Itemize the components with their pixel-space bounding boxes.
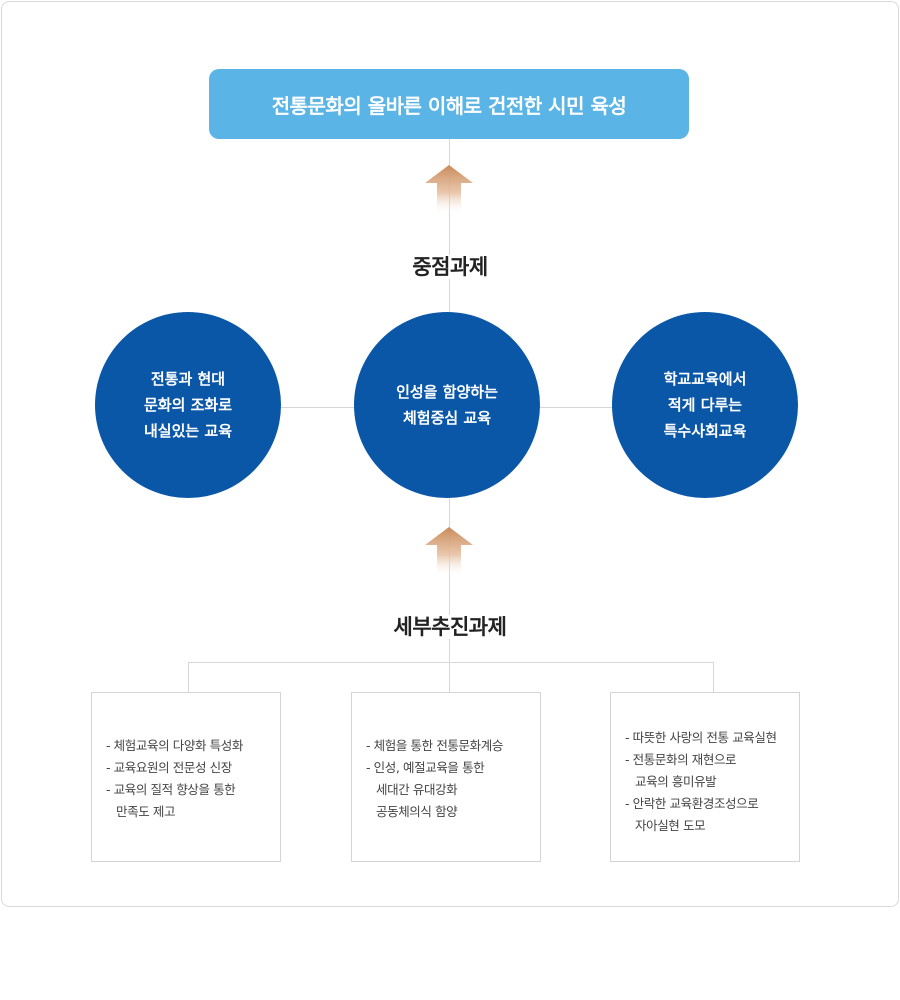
up-arrow-icon [425,527,473,577]
sub-task-item: - 인성, 예절교육을 통한 [366,760,485,775]
key-task-circle-right: 학교교육에서 적게 다루는 특수사회교육 [612,312,798,498]
sub-task-item: - 교육의 질적 향상을 통한 [106,782,236,797]
key-task-line: 특수사회교육 [663,422,747,440]
key-tasks-heading: 중점과제 [300,251,600,281]
key-task-circle-left: 전통과 현대 문화의 조화로 내실있는 교육 [95,312,281,498]
sub-task-item: - 따뜻한 사랑의 전통 교육실현 [625,730,777,745]
sub-task-item: - 전통문화의 재현으로 [625,752,737,767]
sub-task-item-continued: 교육의 흥미유발 [635,774,717,789]
key-task-line: 내실있는 교육 [143,422,233,440]
key-task-line: 전통과 현대 [150,370,226,388]
connector-vertical-top [449,139,450,312]
sub-task-item: - 교육요원의 전문성 신장 [106,760,232,775]
sub-task-box-left: - 체험교육의 다양화 특성화 - 교육요원의 전문성 신장 - 교육의 질적 … [91,692,281,862]
connector-drop-left [188,662,189,693]
key-task-line: 문화의 조화로 [143,396,233,414]
key-task-line: 체험중심 교육 [402,409,492,427]
sub-task-item-continued: 자아실현 도모 [635,818,706,833]
goal-banner: 전통문화의 올바른 이해로 건전한 시민 육성 [209,69,689,139]
goal-text: 전통문화의 올바른 이해로 건전한 시민 육성 [271,93,627,118]
sub-task-box-right: - 따뜻한 사랑의 전통 교육실현 - 전통문화의 재현으로 교육의 흥미유발 … [610,692,800,862]
connector-drop-right [713,662,714,693]
sub-task-item: - 안락한 교육환경조성으로 [625,796,759,811]
key-task-line: 적게 다루는 [667,396,743,414]
sub-task-item-continued: 공동체의식 함양 [376,804,458,819]
sub-task-item: - 체험을 통한 전통문화계승 [366,738,503,753]
sub-task-box-center: - 체험을 통한 전통문화계승 - 인성, 예절교육을 통한 세대간 유대강화 … [351,692,541,862]
connector-vertical-bottom [449,497,450,693]
key-task-line: 인성을 함양하는 [396,383,498,401]
sub-task-item: - 체험교육의 다양화 특성화 [106,738,243,753]
key-task-circle-center: 인성을 함양하는 체험중심 교육 [354,312,540,498]
sub-tasks-heading: 세부추진과제 [300,611,600,641]
sub-task-item-continued: 만족도 제고 [116,804,176,819]
key-task-line: 학교교육에서 [663,370,747,388]
sub-task-item-continued: 세대간 유대강화 [376,782,458,797]
connector-horizontal-boxes [188,662,714,663]
up-arrow-icon [425,165,473,215]
